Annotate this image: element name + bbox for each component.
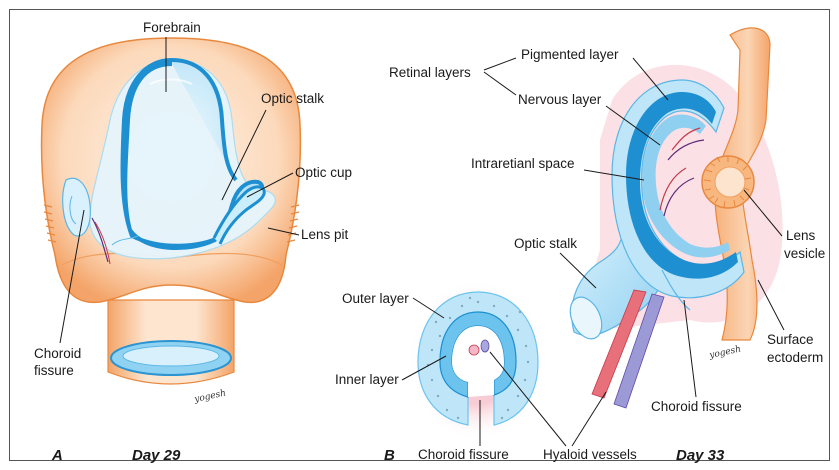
- panel-a-day: Day 29: [132, 447, 181, 464]
- label-nervous-layer: Nervous layer: [518, 92, 602, 107]
- panel-b-day: Day 33: [676, 447, 725, 464]
- label-surface-ectoderm-line1: Surface: [767, 332, 814, 347]
- label-optic-stalk-a: Optic stalk: [261, 91, 324, 106]
- label-choroid-fissure-a-line1: Choroid: [34, 346, 81, 361]
- label-hyaloid-vessels: Hyaloid vessels: [543, 447, 637, 462]
- label-forebrain: Forebrain: [143, 20, 201, 35]
- label-optic-cup: Optic cup: [295, 165, 352, 180]
- label-lens-vesicle-line2: vesicle: [784, 246, 825, 261]
- label-outer-layer: Outer layer: [342, 291, 409, 306]
- label-optic-stalk-b: Optic stalk: [514, 236, 577, 251]
- label-retinal-layers: Retinal layers: [389, 65, 471, 80]
- label-intraretinal-space: Intraretianl space: [471, 156, 575, 171]
- label-inner-layer: Inner layer: [335, 372, 399, 387]
- label-lens-pit: Lens pit: [301, 227, 349, 242]
- label-pigmented-layer: Pigmented layer: [521, 47, 619, 62]
- label-choroid-fissure-a-line2: fissure: [34, 363, 74, 378]
- label-lens-vesicle-line1: Lens: [786, 228, 816, 243]
- panel-b-letter: B: [384, 447, 395, 464]
- label-surface-ectoderm-line2: ectoderm: [767, 350, 823, 365]
- label-choroid-fissure-right: Choroid fissure: [651, 399, 742, 414]
- label-choroid-fissure-left: Choroid fissure: [418, 447, 509, 462]
- panel-a-letter: A: [51, 447, 63, 464]
- cross-section-drawing: [409, 280, 545, 440]
